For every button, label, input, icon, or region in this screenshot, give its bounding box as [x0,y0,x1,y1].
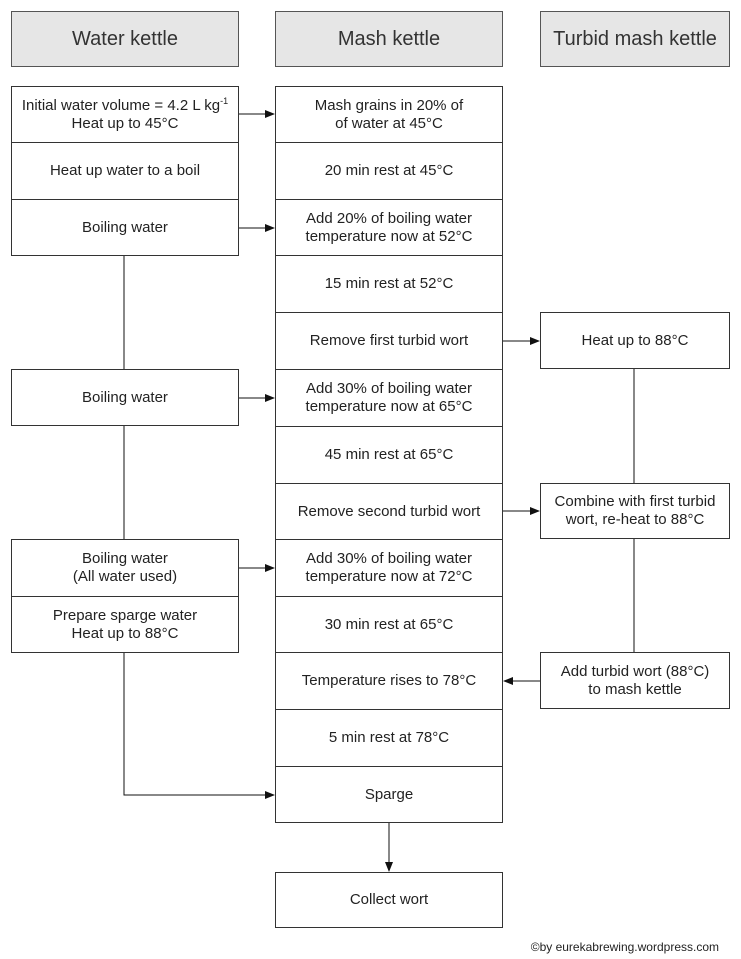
water-step-line: (All water used) [72,568,178,585]
credit-text: ©by eurekabrewing.wordpress.com [530,940,719,954]
turbid-step-line: Heat up to 88°C [581,331,689,349]
mash-step-line: Sparge [364,785,414,803]
water-step-line: Heat up to 45°C [71,114,179,132]
water-step-line: Prepare sparge water [52,606,198,624]
header-water-kettle: Water kettle [11,11,239,67]
mash-step-line: Add 20% of boiling water [306,209,472,227]
arrow-sparge-water-to-sparge [123,652,275,799]
mash-step-line: Remove first turbid wort [309,332,469,349]
mash-step-line: 30 min rest at 65°C [324,615,454,633]
mash-step-rest-78: 5 min rest at 78°C [275,709,503,767]
mash-step-line: temperature now at 65°C [305,398,473,415]
water-step-line: Heat up to 88°C [71,624,179,642]
water-step-line: Initial water volume = 4.2 L kg [21,96,221,114]
turbid-step-heat-88: Heat up to 88°C [540,312,730,369]
turbid-step-line: to mash kettle [588,680,682,698]
mash-step-line: Remove second turbid wort [297,502,481,520]
water-step-line: Boiling water [82,388,168,406]
water-step-boiling-1: Boiling water [11,199,239,256]
mash-step-line: Collect wort [349,891,429,908]
mash-step-line: Add 30% of boiling water [306,550,472,567]
mash-step-line: 20 min rest at 45°C [324,162,454,179]
mash-step-sparge: Sparge [275,766,503,823]
mash-step-line: Mash grains in 20% of [314,96,464,114]
water-step-boiling-all-used: Boiling water (All water used) [11,539,239,597]
superscript: -1 [220,95,229,106]
mash-step-rest-30: 30 min rest at 65°C [275,596,503,653]
water-step-boiling-2: Boiling water [11,369,239,426]
turbid-step-line: Add turbid wort (88°C) [560,662,710,680]
mash-step-line: 15 min rest at 52°C [324,275,454,292]
mash-step-collect-wort: Collect wort [275,872,503,928]
turbid-step-add-to-mash: Add turbid wort (88°C)to mash kettle [540,652,730,709]
mash-step-line: Temperature rises to 78°C [301,672,477,689]
turbid-step-line: wort, re-heat to 88°C [565,511,705,528]
mash-step-rest-45: 20 min rest at 45°C [275,142,503,200]
water-step-sparge-water: Prepare sparge water Heat up to 88°C [11,596,239,653]
mash-step-line: 45 min rest at 65°C [324,446,454,463]
mash-step-line: temperature now at 72°C [305,568,473,585]
mash-step-remove-first-turbid: Remove first turbid wort [275,312,503,370]
header-turbid-mash-kettle: Turbid mash kettle [540,11,730,67]
water-step-initial-volume: Initial water volume = 4.2 L kg-1 Heat u… [11,86,239,143]
water-step-line: Boiling water [82,218,168,236]
mash-step-rest-52: 15 min rest at 52°C [275,255,503,313]
mash-step-remove-second-turbid: Remove second turbid wort [275,483,503,540]
water-step-heat-to-boil: Heat up water to a boil [11,142,239,200]
turbid-step-line: Combine with first turbid [554,493,716,510]
water-step-line: Boiling water [82,550,168,567]
mash-step-rise-78: Temperature rises to 78°C [275,652,503,710]
header-mash-kettle: Mash kettle [275,11,503,67]
mash-step-rest-65: 45 min rest at 65°C [275,426,503,484]
mash-step-line: Add 30% of boiling water [306,380,472,397]
water-step-line: Heat up water to a boil [49,162,201,179]
mash-step-line: of water at 45°C [335,114,443,132]
mash-step-line: 5 min rest at 78°C [328,729,450,746]
mash-step-line: temperature now at 52°C [305,227,473,245]
